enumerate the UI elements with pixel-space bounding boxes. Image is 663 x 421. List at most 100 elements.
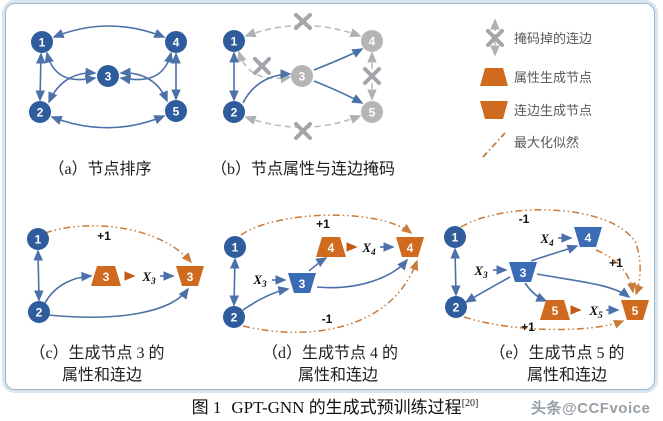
node-2-label: 2 xyxy=(36,306,43,320)
edge-5-3 xyxy=(119,67,168,103)
node-1: 1 xyxy=(224,236,246,258)
edge-2-3 xyxy=(242,286,290,311)
attr-gen-node-3: 3 xyxy=(91,266,121,286)
panel-b: 1 4 3 2 5 （b）节点属性与连边掩码 xyxy=(211,13,395,178)
edge-4-3 xyxy=(119,51,174,85)
edge-1-2 xyxy=(450,247,461,297)
panel-d-caption-line2: 属性和连边 xyxy=(298,366,378,384)
panel-b-nodes: 1 4 3 2 5 xyxy=(223,30,383,123)
node-1-label: 1 xyxy=(39,36,46,50)
edge-2-3 xyxy=(48,67,97,104)
attr-gen-node-3-label: 3 xyxy=(103,270,110,284)
node-5: 5 xyxy=(165,100,187,122)
edge-3-gen5 xyxy=(536,273,631,298)
edge-gen-node-3-label: 3 xyxy=(187,270,194,284)
node-2: 2 xyxy=(223,306,245,328)
x-mark-icon xyxy=(294,13,312,30)
edge-1-2 xyxy=(33,249,44,302)
panel-b-kept-edges xyxy=(229,48,364,104)
likelihood-label-neg: -1 xyxy=(519,212,530,226)
panel-c-nodes: 1 2 xyxy=(27,228,50,323)
panel-e-caption-line1: （e）生成节点 5 的 xyxy=(489,344,624,362)
likelihood-label-pos: +1 xyxy=(521,320,535,334)
legend-attr-gen-node-icon xyxy=(480,68,508,86)
watermark: 头条@CCFvoice xyxy=(531,400,651,417)
likelihood-2-5-pos xyxy=(463,316,625,331)
node-4-label: 4 xyxy=(585,231,592,245)
node-1-label: 1 xyxy=(452,231,459,245)
node-3-label: 3 xyxy=(299,70,306,84)
edge-3-5 xyxy=(313,80,364,104)
node-2-label: 2 xyxy=(231,106,238,120)
panel-e: -1 +1 +1 X3 X4 X5 3 4 xyxy=(444,209,649,384)
likelihood-1-5-neg xyxy=(460,209,644,296)
node-4-label: 4 xyxy=(369,35,376,49)
panel-d-edges xyxy=(229,242,409,311)
node-5-label: 5 xyxy=(173,105,180,119)
node-1-label: 1 xyxy=(231,35,238,49)
attr-gen-node-5: 5 xyxy=(540,300,570,320)
likelihood-4-5-pos xyxy=(595,249,636,294)
panel-e-nodes: 1 2 xyxy=(444,226,467,318)
edge-3-attr5 xyxy=(524,282,548,302)
node-3: 3 xyxy=(97,65,119,87)
legend-edge-gen-node-label: 连边生成节点 xyxy=(514,103,592,118)
panel-a-caption: （a）节点排序 xyxy=(48,160,151,178)
legend-max-likelihood-label: 最大化似然 xyxy=(514,135,579,150)
panel-c-caption-line1: （c）生成节点 3 的 xyxy=(29,344,164,362)
node-1: 1 xyxy=(444,226,466,248)
x-mark-icon xyxy=(363,67,381,85)
node-3-trapezoid: 3 xyxy=(288,273,316,293)
edge-gen-node-4-label: 4 xyxy=(407,241,414,255)
panel-c-caption-line2: 属性和连边 xyxy=(62,366,142,384)
x-mark-icon xyxy=(486,29,504,47)
node-4-trapezoid: 4 xyxy=(574,227,602,247)
edge-3-attr4 xyxy=(308,257,328,272)
node-1-label: 1 xyxy=(35,233,42,247)
attr-gen-node-4: 4 xyxy=(316,237,346,257)
node-3-label: 3 xyxy=(105,70,112,84)
likelihood-label-neg: -1 xyxy=(322,312,333,326)
attr-gen-node-4-label: 4 xyxy=(328,241,335,255)
masked-edge-2-5 xyxy=(244,114,362,129)
figure-number: 图 1 xyxy=(192,398,222,417)
panel-c: +1 3 X3 3 1 2 （c）生成节点 3 的 属性和连边 xyxy=(27,225,204,384)
legend-masked-edge-label: 掩码掉的连边 xyxy=(514,31,592,46)
masked-edge-1-4 xyxy=(244,24,362,38)
node-4-masked: 4 xyxy=(361,30,383,52)
edge-gen-node-5: 5 xyxy=(621,300,649,320)
edge-3-4 xyxy=(530,244,579,262)
node-3-label: 3 xyxy=(520,266,527,280)
node-2-label: 2 xyxy=(453,301,460,315)
legend-attr-gen-node-label: 属性生成节点 xyxy=(514,70,592,85)
node-4-label: 4 xyxy=(173,36,180,50)
x5-variable: X5 xyxy=(588,303,603,320)
x3-variable: X3 xyxy=(252,272,267,289)
edge-1-2 xyxy=(229,257,240,307)
x3-variable: X3 xyxy=(141,269,156,286)
edge-2-gen3 xyxy=(47,287,189,318)
edge-2-3 xyxy=(242,69,292,104)
node-2: 2 xyxy=(445,296,467,318)
node-1: 1 xyxy=(27,228,49,250)
likelihood-1-3-pos xyxy=(44,225,192,264)
x-mark-icon xyxy=(294,122,312,140)
edge-2-attr3 xyxy=(44,271,93,304)
node-3-label: 3 xyxy=(299,277,306,291)
node-1: 1 xyxy=(31,31,53,53)
figure-reference: [20] xyxy=(462,398,479,409)
panel-d-nodes: 1 2 xyxy=(223,236,246,328)
legend: 掩码掉的连边 属性生成节点 连边生成节点 最大化似然 xyxy=(480,18,592,158)
panel-e-edges xyxy=(450,233,631,315)
panel-c-edges xyxy=(33,249,189,318)
edge-gen-node-4: 4 xyxy=(396,237,424,257)
edge-2-5 xyxy=(50,115,166,129)
node-2: 2 xyxy=(28,301,50,323)
likelihood-label-pos: +1 xyxy=(609,256,623,270)
node-5-label: 5 xyxy=(369,106,376,120)
node-5-masked: 5 xyxy=(361,101,383,123)
edge-3-gen4 xyxy=(316,258,409,289)
